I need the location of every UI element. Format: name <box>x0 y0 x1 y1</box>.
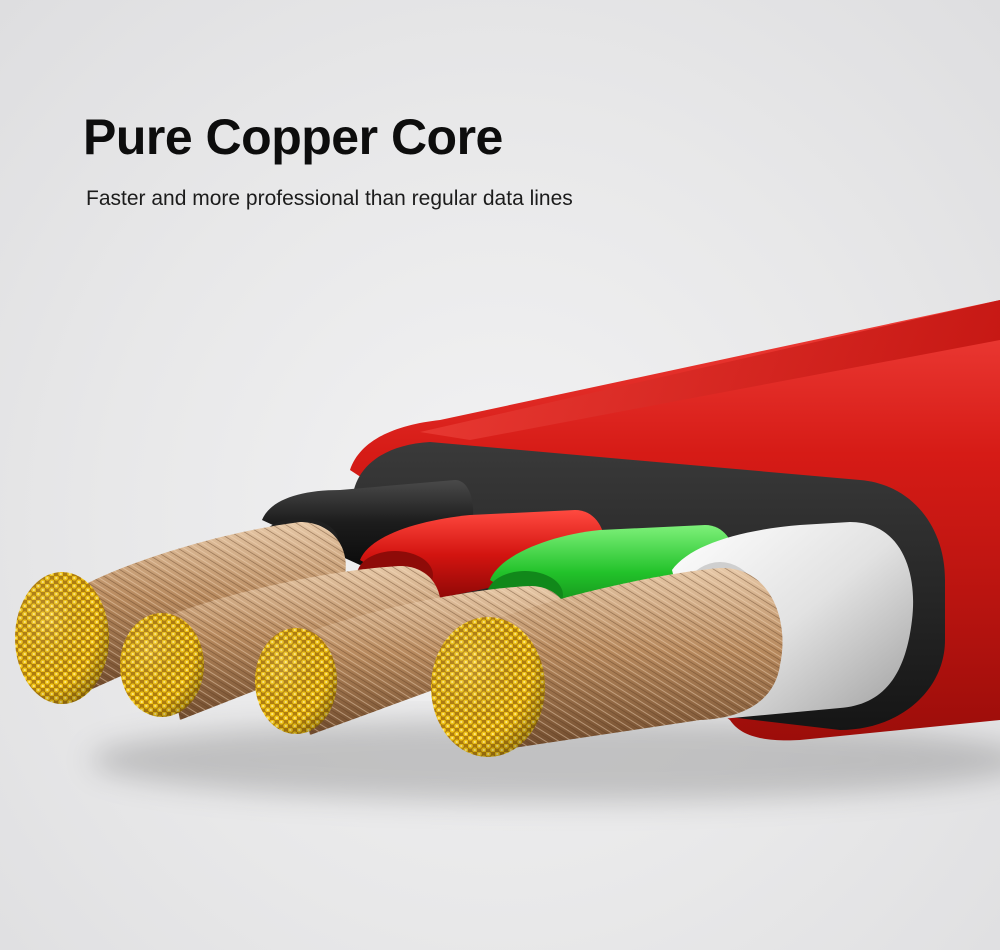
wire-white <box>431 522 914 757</box>
cable-jacket-top <box>420 300 1000 440</box>
feature-title: Pure Copper Core <box>83 109 503 165</box>
feature-subtitle: Faster and more professional than regula… <box>86 187 573 210</box>
